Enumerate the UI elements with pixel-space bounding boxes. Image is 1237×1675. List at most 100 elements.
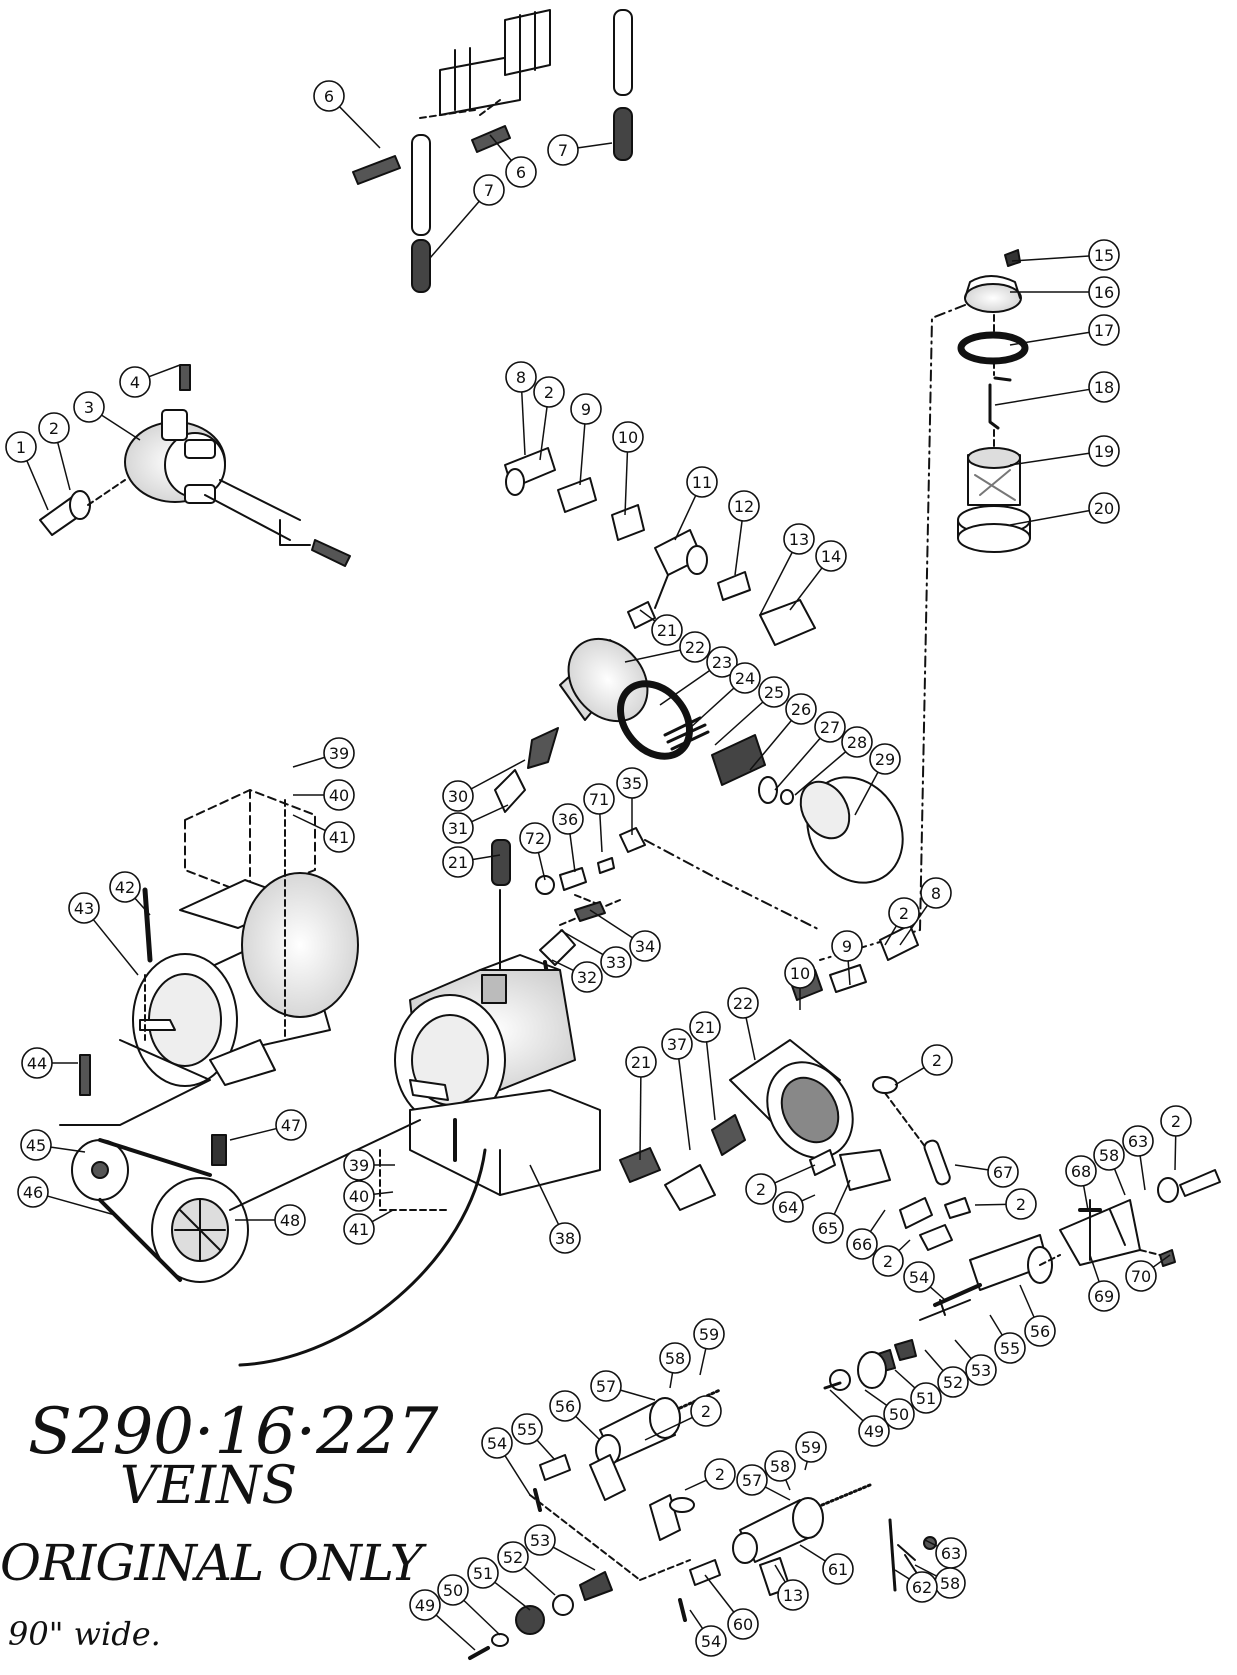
callout-leader [689, 687, 735, 729]
callout-circle [343, 1149, 375, 1181]
callout-circle [888, 897, 920, 929]
callout-16: 16 [1010, 276, 1120, 308]
part-number-note: S290·16·227 [28, 1395, 439, 1469]
callout-circle [38, 412, 70, 444]
callout-11: 11 [674, 466, 718, 541]
callout-number: 50 [443, 1581, 463, 1600]
callout-circle [68, 892, 100, 924]
callout-leader [804, 1461, 808, 1471]
callout-number: 2 [932, 1051, 942, 1070]
callout-leader [705, 1041, 716, 1121]
callout-number: 53 [971, 1361, 991, 1380]
callout-number: 65 [818, 1219, 838, 1238]
callout-leader [734, 520, 743, 576]
callout-circle [625, 1046, 657, 1078]
callout-52: 52 [924, 1349, 969, 1398]
callout-leader [914, 1564, 938, 1577]
oil-cup-assembly [819, 249, 1031, 961]
callout-number: 41 [349, 1220, 369, 1239]
callout-leader [579, 423, 586, 486]
callout-number: 13 [783, 1586, 803, 1605]
callout-2: 2 [684, 1458, 736, 1491]
callout-58: 58 [1093, 1139, 1126, 1196]
callout-40: 40 [293, 779, 355, 811]
callout-leader [521, 391, 526, 456]
callout-circle [784, 957, 816, 989]
callout-circle [1088, 371, 1120, 403]
callout-circle [549, 1222, 581, 1254]
callout-number: 57 [742, 1471, 762, 1490]
callout-63: 63 [1122, 1125, 1154, 1191]
callout-circle [883, 1398, 915, 1430]
lower-knob-stack [468, 1571, 613, 1660]
callout-number: 21 [657, 621, 677, 640]
callout-21: 21 [689, 1011, 721, 1121]
callout-leader [974, 1203, 1007, 1206]
callout-circle [467, 1557, 499, 1589]
callout-7: 7 [547, 134, 613, 166]
callout-leader [659, 669, 711, 706]
callout-leader [869, 1209, 886, 1232]
callout-number: 63 [1128, 1132, 1148, 1151]
callout-leader [599, 813, 603, 853]
callout-number: 32 [577, 968, 597, 987]
callout-circle [1088, 435, 1120, 467]
callout-circle [629, 930, 661, 962]
callout-number: 37 [667, 1035, 687, 1054]
callout-37: 37 [661, 1028, 693, 1151]
callout-leader [101, 414, 141, 441]
callout-number: 2 [899, 904, 909, 923]
callout-34: 34 [589, 909, 661, 962]
callout-circle [695, 1625, 727, 1657]
callout-number: 72 [525, 829, 545, 848]
callout-leader [523, 1566, 556, 1596]
callout-leader [551, 959, 574, 972]
callout-circle [815, 540, 847, 572]
callout-circle [600, 946, 632, 978]
callout-leader [47, 1195, 116, 1216]
pump-motor [229, 954, 601, 1367]
callout-leader [371, 1209, 394, 1223]
callout-51: 51 [894, 1369, 942, 1414]
callout-circle [1088, 492, 1120, 524]
callout-leader [552, 1546, 596, 1571]
callout-leader [789, 567, 823, 611]
callout-62: 62 [894, 1569, 938, 1603]
callout-number: 9 [842, 937, 852, 956]
callout-leader [57, 442, 71, 491]
callout-circle [736, 1464, 768, 1496]
callout-number: 17 [1094, 321, 1114, 340]
callout-52: 52 [497, 1541, 556, 1596]
callout-leader [644, 1416, 693, 1441]
callout-41: 41 [292, 814, 355, 853]
callout-circle [274, 1204, 306, 1236]
callout-leader [1082, 1185, 1089, 1211]
callout-number: 63 [941, 1544, 961, 1563]
callout-2: 2 [1160, 1105, 1192, 1171]
callout-36: 36 [552, 803, 584, 873]
callout-circle [17, 1176, 49, 1208]
callout-6: 6 [313, 80, 381, 149]
callout-circle [822, 1553, 854, 1585]
callout-number: 58 [940, 1574, 960, 1593]
callout-leader [764, 1486, 791, 1501]
callout-18: 18 [994, 371, 1120, 406]
original-only-note: ORIGINAL ONLY [0, 1534, 423, 1592]
oiler-filter-assembly [491, 447, 904, 976]
callout-circle [872, 1245, 904, 1277]
callout-number: 2 [1171, 1112, 1181, 1131]
callout-circle [906, 1571, 938, 1603]
callout-7: 7 [429, 174, 505, 259]
callout-24: 24 [689, 662, 761, 729]
callout-42: 42 [109, 871, 151, 916]
callout-leader [1139, 1155, 1146, 1191]
callout-leader [429, 200, 480, 259]
callout-3: 3 [73, 391, 141, 441]
callout-54: 54 [903, 1261, 946, 1301]
callout-leader [1089, 1254, 1100, 1283]
callout-leader [884, 925, 897, 946]
callout-number: 16 [1094, 283, 1114, 302]
callout-number: 70 [1131, 1267, 1151, 1286]
callout-leader [471, 804, 509, 823]
